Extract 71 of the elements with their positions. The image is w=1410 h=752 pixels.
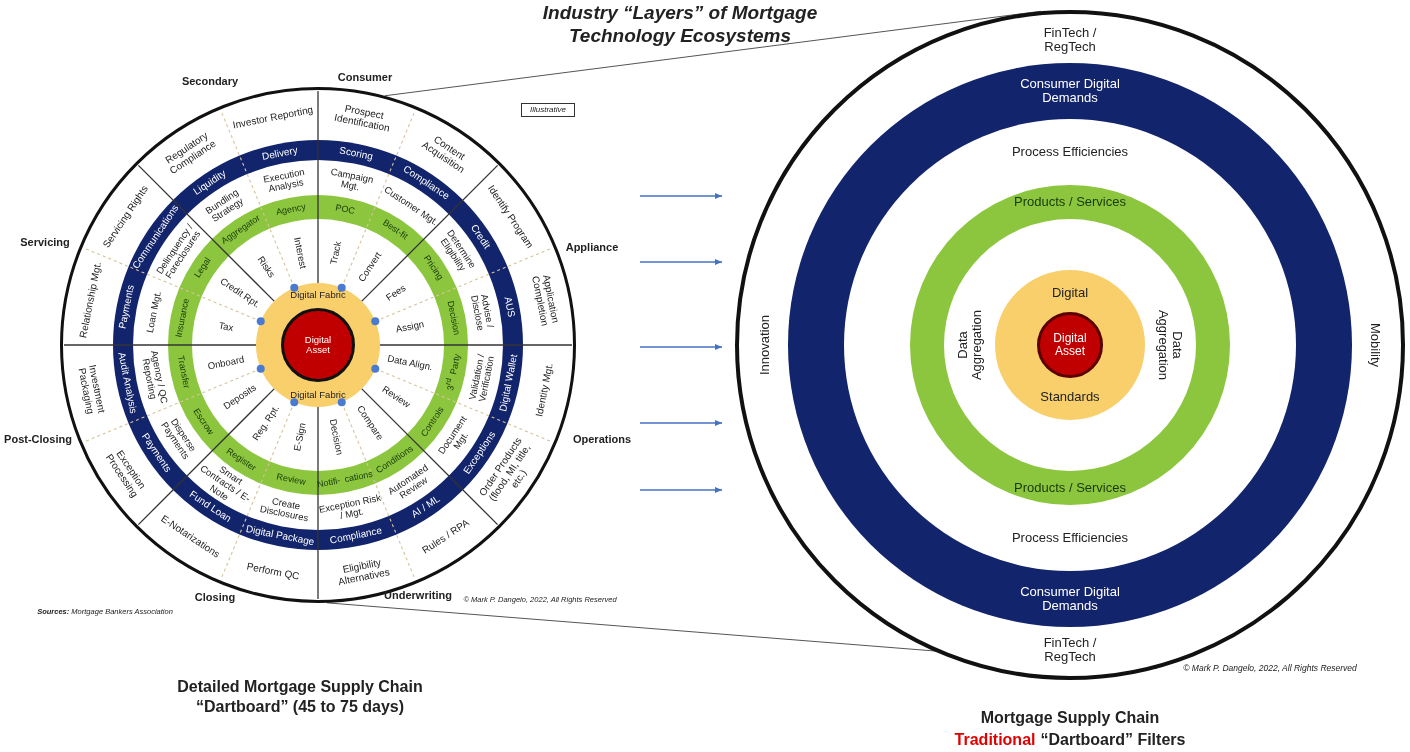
caption-highlight: Traditional bbox=[954, 731, 1036, 748]
sector-label: Operations bbox=[572, 433, 632, 447]
ring-label: Standards bbox=[1039, 390, 1101, 404]
ring-label: Audit Analysis bbox=[115, 350, 141, 417]
ring-label: Process Efficiencies bbox=[1010, 531, 1130, 545]
ring-label: Campaign Mgt. bbox=[328, 164, 375, 195]
ring-label: Delivery bbox=[260, 142, 300, 164]
ring-label: Validation / Verification bbox=[465, 351, 498, 405]
ring-label: Notifi- cations bbox=[315, 469, 375, 491]
sector-label: Secondary bbox=[181, 75, 239, 89]
ring-label: Data Aggregation bbox=[955, 308, 985, 383]
ring-label: Consumer Digital Demands bbox=[1019, 76, 1121, 106]
ring-label: Track bbox=[327, 239, 345, 268]
ring-label: Transfer bbox=[174, 353, 193, 391]
ring-label: Investment Packaging bbox=[76, 362, 109, 417]
ring-label: POC bbox=[333, 201, 357, 218]
ring-label: Identity Mgt. bbox=[531, 361, 556, 420]
ring-label: Decision bbox=[327, 417, 347, 458]
ring-label: Agency bbox=[274, 199, 308, 219]
ring-label: Interest bbox=[290, 235, 310, 272]
ring-label: Payments bbox=[115, 282, 137, 332]
sector-label: Consumer bbox=[337, 71, 393, 85]
sector-label: Underwriting bbox=[384, 589, 452, 603]
ring-label: Products / Services bbox=[1013, 195, 1127, 209]
ring-label: AI / ML bbox=[409, 493, 444, 522]
caption: Mortgage Supply Chain bbox=[980, 708, 1160, 728]
ring-label: Data Aggregation bbox=[1155, 308, 1185, 383]
ring-label: Fees bbox=[382, 280, 409, 305]
ring-label: Assign bbox=[394, 316, 427, 337]
ring-label: Review bbox=[274, 470, 308, 490]
ring-label: Digital Fabric bbox=[289, 289, 347, 301]
ring-label: Decision bbox=[444, 299, 464, 338]
ring-label: Scoring bbox=[337, 143, 375, 164]
sector-label: Appliance bbox=[565, 241, 619, 255]
caption: Detailed Mortgage Supply Chain “Dartboard” (45 to 75 days) bbox=[176, 677, 424, 717]
ring-label: Advise / Disclose bbox=[467, 292, 498, 334]
ring-label: Compliance bbox=[327, 523, 384, 548]
ring-label: FinTech / RegTech bbox=[1042, 635, 1098, 665]
ring-label: Data Align. bbox=[385, 353, 435, 374]
ring-label: Digital Wallet bbox=[496, 352, 521, 415]
ring-label: Mobility bbox=[1368, 321, 1382, 370]
ring-label: Execution Analysis bbox=[261, 165, 307, 197]
ring-label: Create Disclosures bbox=[258, 493, 311, 525]
ring-label: Digital bbox=[1050, 286, 1090, 300]
ring-label: Loan Mgt. bbox=[143, 289, 165, 337]
ring-label: Application Completion bbox=[528, 272, 562, 329]
ring-label: FinTech / RegTech bbox=[1042, 25, 1098, 55]
sector-label: Closing bbox=[194, 591, 236, 605]
ring-label: Process Efficiencies bbox=[1010, 145, 1130, 159]
ring-label: Innovation bbox=[758, 314, 772, 377]
note-tag: Illustrative bbox=[521, 103, 575, 117]
ring-label: Consumer Digital Demands bbox=[1019, 584, 1121, 614]
sector-label: Post-Closing bbox=[4, 433, 72, 447]
ring-label: Exception Risk / Mgt. bbox=[317, 492, 383, 523]
ring-label: Insurance bbox=[172, 296, 192, 341]
ring-label: Digital Asset bbox=[303, 334, 333, 356]
copyright-note: © Mark P. Dangelo, 2022, All Rights Reserved bbox=[1183, 662, 1357, 674]
ring-label: Perform QC bbox=[244, 559, 302, 584]
ring-label: Investor Reporting bbox=[230, 104, 315, 132]
ring-label: Digital Package bbox=[243, 522, 317, 550]
ring-label: AUS bbox=[501, 294, 519, 320]
title: Industry “Layers” of Mortgage Technology Ecosystems bbox=[541, 2, 819, 48]
caption: “Dartboard” Filters bbox=[1040, 731, 1186, 748]
ring-label: Onboard bbox=[205, 353, 246, 374]
ring-label: Digital Fabric bbox=[289, 389, 347, 401]
ring-label: Digital Asset bbox=[1052, 332, 1088, 358]
ring-label: Products / Services bbox=[1013, 481, 1127, 495]
ring-label: Eligibility Alternatives bbox=[336, 555, 392, 589]
ring-label: Tax bbox=[216, 318, 236, 335]
ring-label: E-Sign bbox=[289, 421, 309, 455]
sector-label: Servicing bbox=[20, 236, 70, 250]
